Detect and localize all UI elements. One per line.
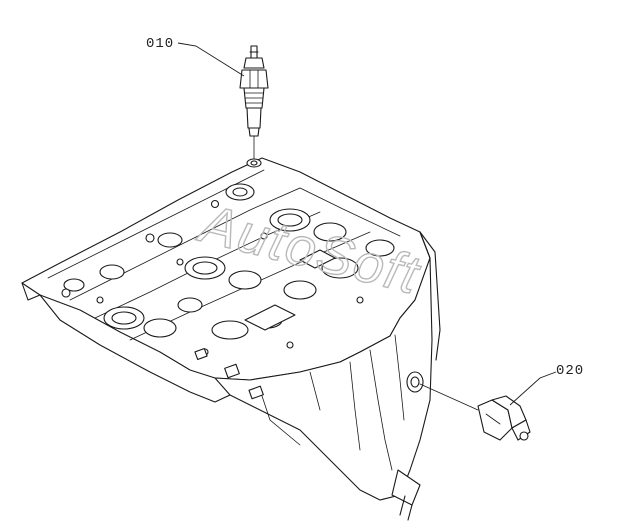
part-020 <box>419 383 531 441</box>
callout-label-010: 010 <box>146 36 174 52</box>
callout-020: 020 <box>509 363 584 406</box>
callout-label-020: 020 <box>556 363 584 379</box>
leader-line-010 <box>177 42 245 77</box>
cylinder-head <box>21 157 441 521</box>
washer <box>246 158 262 168</box>
callout-010: 010 <box>146 36 245 77</box>
part-010 <box>239 45 269 160</box>
leader-line-020 <box>509 371 557 406</box>
washer-hole <box>250 160 258 166</box>
